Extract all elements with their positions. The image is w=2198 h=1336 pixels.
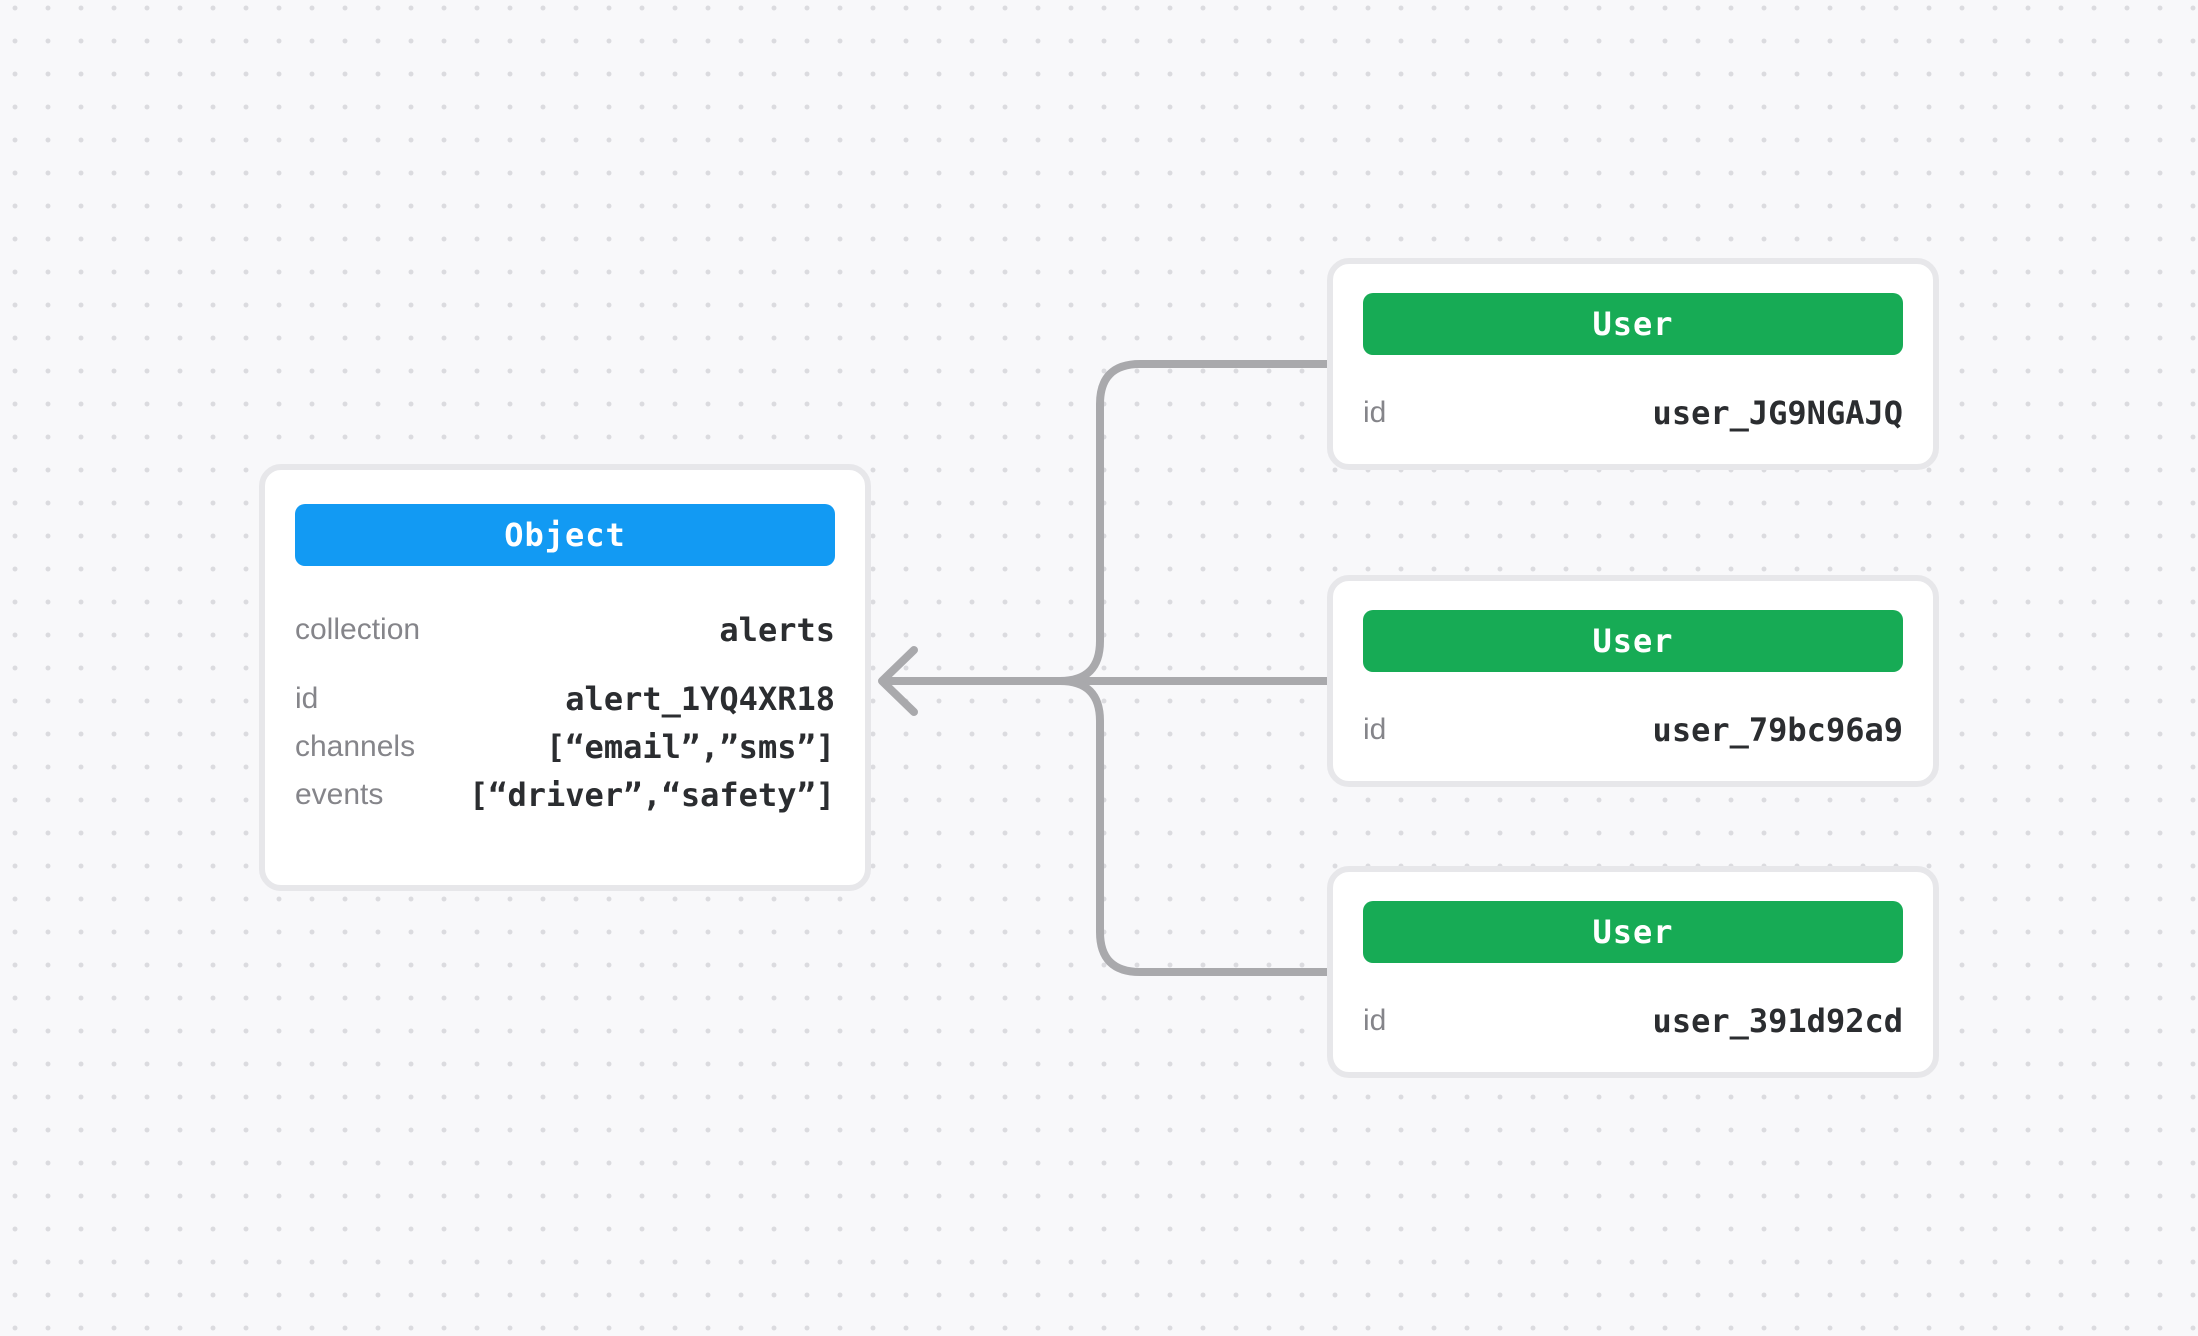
field-label-id: id xyxy=(1363,396,1387,429)
field-value-id: alert_1YQ4XR18 xyxy=(565,680,835,718)
field-value-channels: [“email”,”sms”] xyxy=(546,728,835,766)
field-row-id: id alert_1YQ4XR18 xyxy=(295,675,835,723)
field-label-id: id xyxy=(1363,713,1387,746)
user-node-3-header: User xyxy=(1363,901,1903,963)
field-label-channels: channels xyxy=(295,730,416,763)
arrowhead-icon xyxy=(878,646,918,716)
user-node-3[interactable]: User id user_391d92cd xyxy=(1327,866,1939,1078)
user-node-1[interactable]: User id user_JG9NGAJQ xyxy=(1327,258,1939,470)
field-value-id: user_JG9NGAJQ xyxy=(1652,394,1903,432)
field-row-channels: channels [“email”,”sms”] xyxy=(295,723,835,771)
field-row-collection: collection alerts xyxy=(295,606,835,654)
edge-user3-to-object xyxy=(883,677,1335,976)
edge-user1-to-object xyxy=(883,360,1335,685)
field-label-collection: collection xyxy=(295,613,421,646)
user-node-2[interactable]: User id user_79bc96a9 xyxy=(1327,575,1939,787)
object-node[interactable]: Object collection alerts id alert_1YQ4XR… xyxy=(259,464,871,891)
user-node-2-header: User xyxy=(1363,610,1903,672)
field-row-id: id user_79bc96a9 xyxy=(1363,706,1903,754)
field-row-events: events [“driver”,“safety”] xyxy=(295,771,835,819)
user-node-1-header: User xyxy=(1363,293,1903,355)
field-value-collection: alerts xyxy=(719,611,835,649)
field-value-id: user_391d92cd xyxy=(1652,1002,1903,1040)
field-label-events: events xyxy=(295,778,384,811)
field-value-id: user_79bc96a9 xyxy=(1652,711,1903,749)
field-row-id: id user_391d92cd xyxy=(1363,997,1903,1045)
field-label-id: id xyxy=(295,682,319,715)
field-row-id: id user_JG9NGAJQ xyxy=(1363,389,1903,437)
object-node-header: Object xyxy=(295,504,835,566)
field-value-events: [“driver”,“safety”] xyxy=(468,776,835,814)
field-label-id: id xyxy=(1363,1004,1387,1037)
